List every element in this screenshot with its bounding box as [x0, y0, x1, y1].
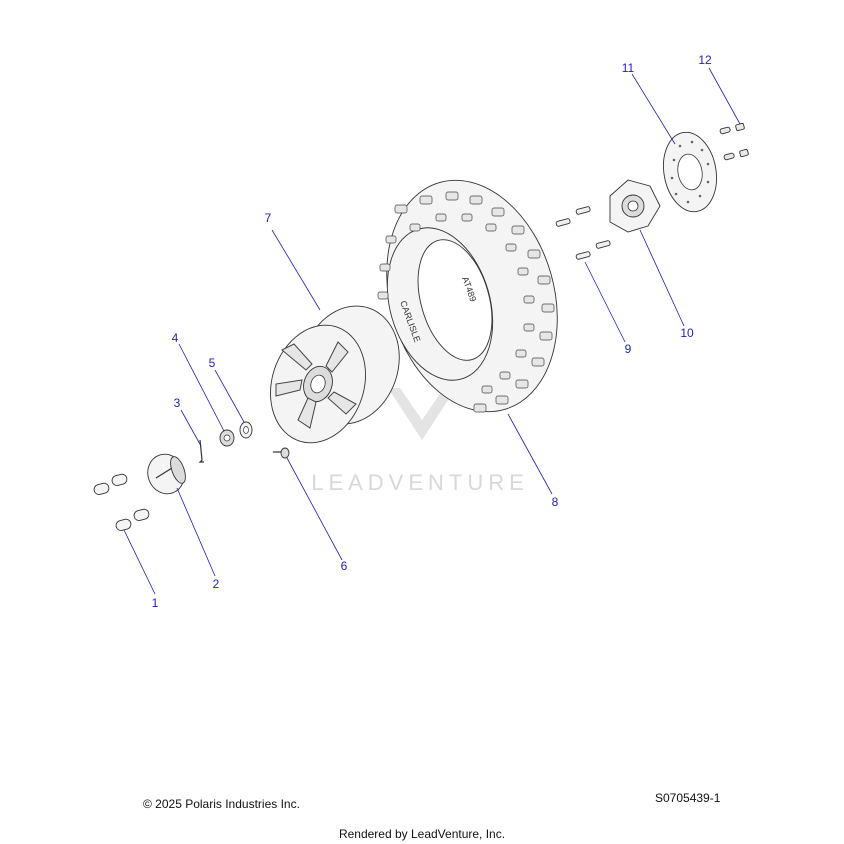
- part-5-washer[interactable]: [239, 421, 253, 439]
- callout-6[interactable]: 6: [341, 559, 348, 573]
- callout-3[interactable]: 3: [174, 396, 181, 410]
- rendered-by-text: Rendered by LeadVenture, Inc.: [338, 827, 506, 841]
- leader-lines: [123, 67, 741, 595]
- tire-tread: [377, 191, 555, 413]
- diagram-id: S0705439-1: [655, 791, 721, 805]
- callout-12[interactable]: 12: [698, 53, 712, 67]
- part-1-lug-nuts[interactable]: [93, 473, 150, 532]
- part-11-brake-disc[interactable]: [657, 128, 722, 216]
- callout-1[interactable]: 1: [152, 596, 159, 610]
- watermark-text: LEADVENTURE: [311, 470, 529, 495]
- part-9-bolts[interactable]: [555, 206, 611, 260]
- watermark-logo-icon: [388, 388, 456, 440]
- callout-labels: 1 2 3 4 5 6 7 8 9 10 11 12: [152, 53, 712, 610]
- part-3-cotter-pin[interactable]: [198, 439, 204, 463]
- callout-8[interactable]: 8: [552, 495, 559, 509]
- part-7-wheel[interactable]: [256, 293, 414, 455]
- callout-11[interactable]: 11: [622, 61, 635, 75]
- part-12-screws[interactable]: [719, 122, 749, 161]
- watermark: LEADVENTURE: [311, 388, 529, 495]
- part-8-tire[interactable]: AT489 CARLISLE: [361, 160, 584, 432]
- copyright-text: © 2025 Polaris Industries Inc.: [143, 797, 300, 811]
- part-10-hub[interactable]: [609, 179, 661, 233]
- callout-10[interactable]: 10: [680, 326, 694, 340]
- part-6-valve-stem[interactable]: [273, 447, 290, 459]
- callout-4[interactable]: 4: [172, 331, 179, 345]
- part-4-castle-nut[interactable]: [219, 429, 235, 447]
- callout-7[interactable]: 7: [265, 211, 272, 225]
- part-2-hub-cap[interactable]: [142, 449, 190, 499]
- callout-9[interactable]: 9: [625, 342, 632, 356]
- callout-5[interactable]: 5: [209, 356, 216, 370]
- callout-2[interactable]: 2: [213, 577, 220, 591]
